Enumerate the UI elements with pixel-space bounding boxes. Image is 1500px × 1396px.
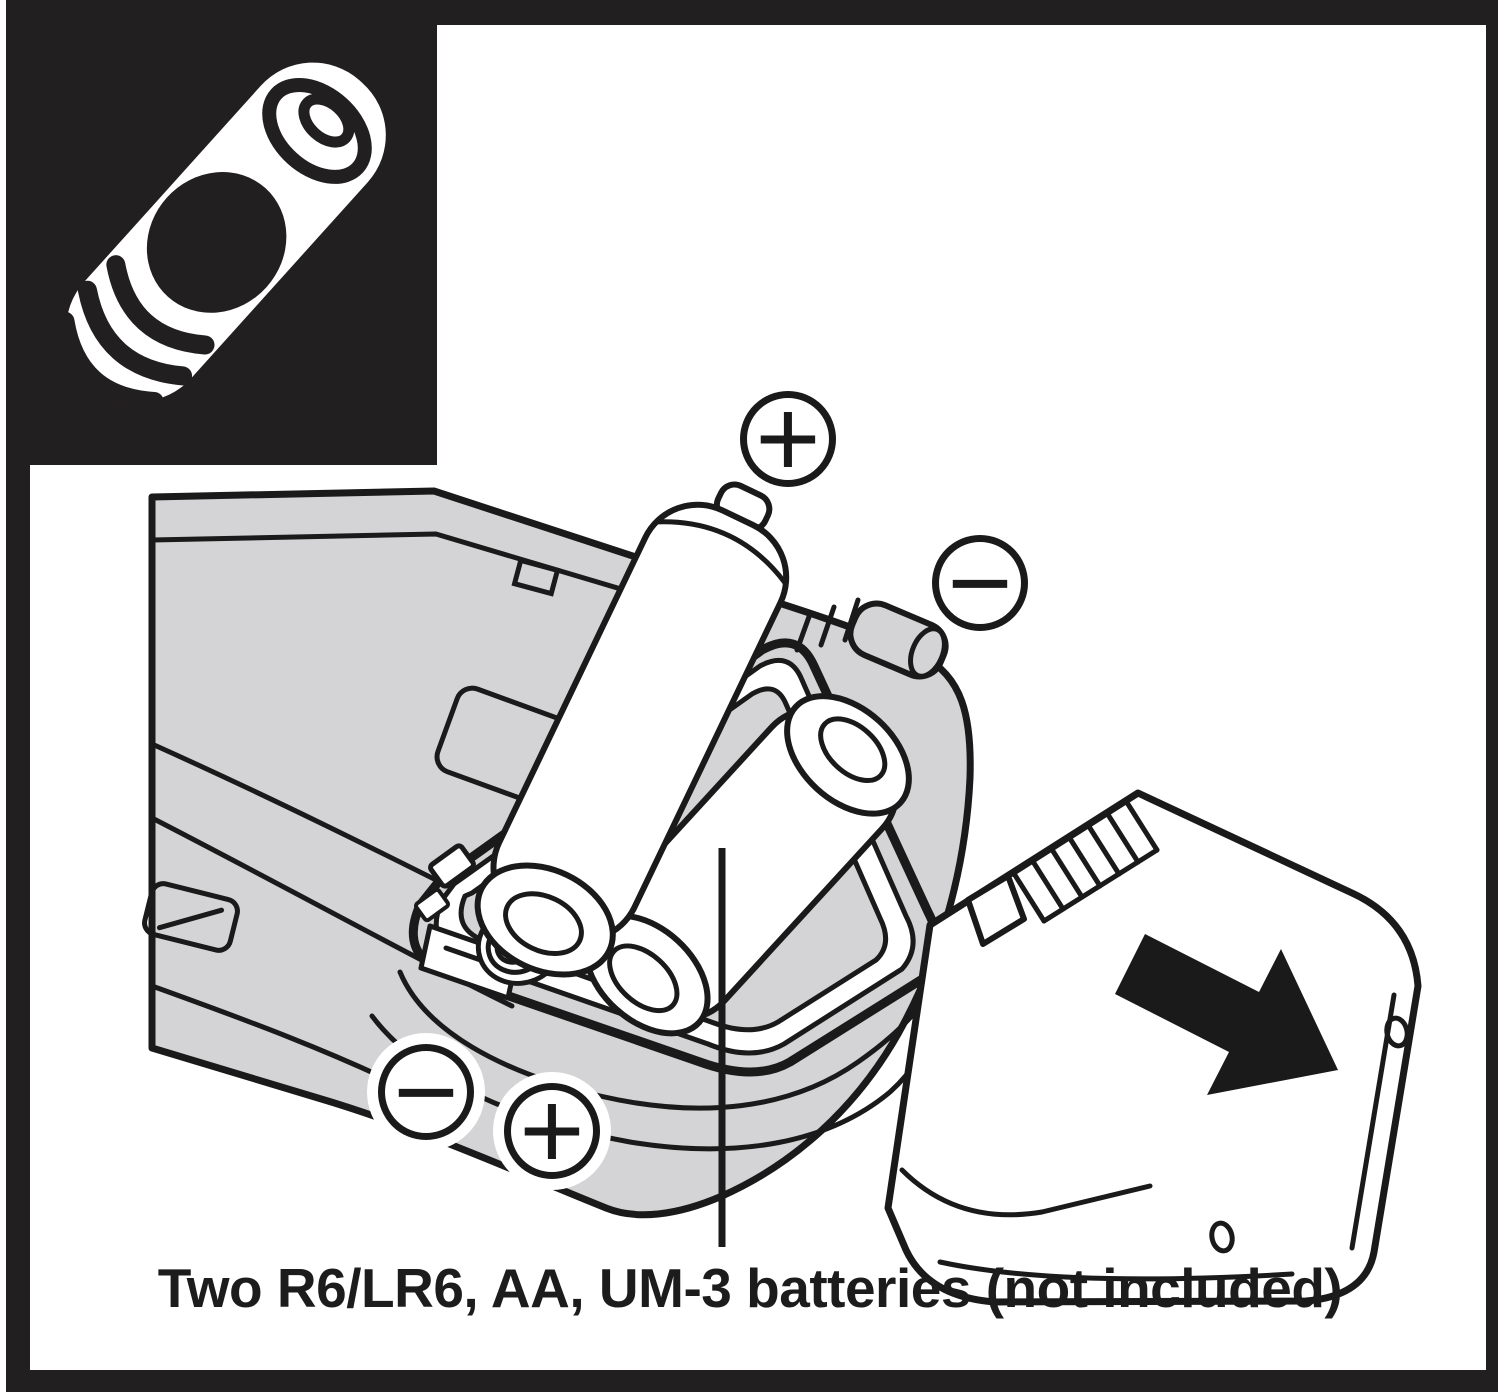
caption: Two R6/LR6, AA, UM-3 batteries (not incl…	[157, 1257, 1343, 1319]
rib-line	[1104, 810, 1141, 865]
polarity-marker-negative-top-right: −	[932, 527, 1028, 639]
cover-edge-line	[899, 1167, 1153, 1218]
rib-line	[1010, 869, 1047, 924]
cover-latch-tab	[965, 873, 1027, 947]
battery-badge	[6, 0, 437, 465]
rib-line	[818, 604, 837, 648]
rib-line	[794, 611, 813, 653]
latch-clip	[428, 843, 476, 889]
cover-screw-hole	[1209, 1220, 1235, 1254]
rib-line	[1029, 857, 1066, 912]
cover-grip-ribs	[1010, 798, 1160, 924]
polarity-marker-positive-bottom: +	[504, 1075, 600, 1187]
hinge-stub	[847, 600, 949, 680]
polarity-marker-positive-top: +	[740, 383, 836, 495]
wall-step-line	[397, 947, 953, 1111]
side-window	[142, 881, 240, 953]
cover-outline	[884, 789, 1422, 1306]
battery-seated	[582, 693, 912, 1037]
aa-battery-icon	[55, 62, 386, 411]
cover-screw-hole	[1384, 1015, 1410, 1049]
rib-boundary-line	[1041, 847, 1160, 924]
rib-line	[1085, 822, 1122, 877]
latch-clip	[413, 887, 451, 923]
battery-being-inserted	[474, 481, 790, 978]
rib-line	[1123, 798, 1160, 853]
battery-cover	[884, 789, 1422, 1306]
slide-direction-arrow-icon	[1115, 934, 1338, 1095]
top-chamfer-line	[149, 531, 691, 612]
polarity-marker-negative-bottom-left: −	[378, 1036, 474, 1148]
rib-line	[1048, 845, 1085, 900]
rib-line	[1066, 834, 1103, 889]
latch-notch	[511, 557, 561, 597]
cover-edge-line	[937, 1259, 1295, 1282]
